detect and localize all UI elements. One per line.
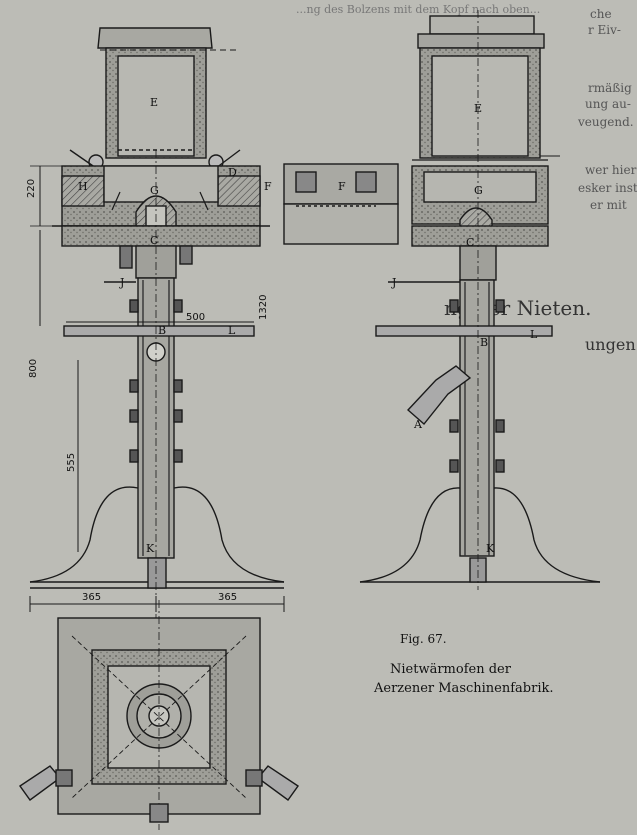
- dim-500: 500: [186, 312, 205, 323]
- label-E-right: E: [474, 102, 482, 115]
- right-heading: ungen.: [585, 335, 637, 354]
- margin-text-7: esker inst: [578, 181, 637, 195]
- label-F: F: [338, 180, 346, 193]
- dim-555: 555: [66, 453, 77, 472]
- margin-text-1: che: [590, 7, 612, 21]
- label-C-right: C: [466, 236, 474, 249]
- dim-365-right: 365: [218, 592, 237, 603]
- dim-1320: 1320: [258, 295, 269, 320]
- figure-number: Fig. 67.: [400, 632, 447, 646]
- label-C: C: [150, 234, 158, 247]
- bottom-plan: [19, 600, 299, 830]
- part-labels: E G H D F F C J B L K E G C J B L A K: [78, 96, 538, 555]
- margin-text-5: veugend.: [578, 115, 634, 129]
- label-H: H: [78, 180, 88, 193]
- label-K: K: [146, 542, 155, 555]
- label-J: J: [119, 276, 124, 289]
- caption-line-2: Aerzener Maschinenfabrik.: [374, 681, 554, 696]
- label-D: D: [228, 166, 237, 179]
- margin-text-2: r Eiv-: [588, 23, 621, 37]
- margin-text-3: rmäßig: [588, 81, 632, 95]
- top-text-line: ...ng des Bolzens mit dem Kopf nach oben…: [296, 3, 541, 16]
- caption-line-1: Nietwärmofen der: [390, 662, 511, 677]
- label-L-right: L: [530, 328, 538, 341]
- label-G-right: G: [474, 184, 483, 197]
- margin-text-6: wer hier: [585, 163, 637, 177]
- dim-800: 800: [28, 359, 39, 378]
- dim-365-left: 365: [82, 592, 101, 603]
- margin-text-4: ung au-: [585, 97, 631, 111]
- label-K-right: K: [486, 542, 495, 555]
- right-elevation: [359, 10, 601, 590]
- label-F-small: F: [264, 180, 272, 193]
- label-G: G: [150, 184, 159, 197]
- label-J-right: J: [391, 276, 396, 289]
- label-B: B: [158, 324, 166, 337]
- plan-view: [283, 163, 399, 245]
- margin-text-8: er mit: [590, 198, 627, 212]
- dimension-labels: 220 500 800 555 1320 365 365: [26, 179, 269, 603]
- label-E: E: [150, 96, 158, 109]
- label-L: L: [228, 324, 236, 337]
- dim-220: 220: [26, 179, 37, 198]
- left-elevation: [29, 27, 285, 620]
- label-B-right: B: [480, 336, 488, 349]
- label-A: A: [413, 418, 423, 431]
